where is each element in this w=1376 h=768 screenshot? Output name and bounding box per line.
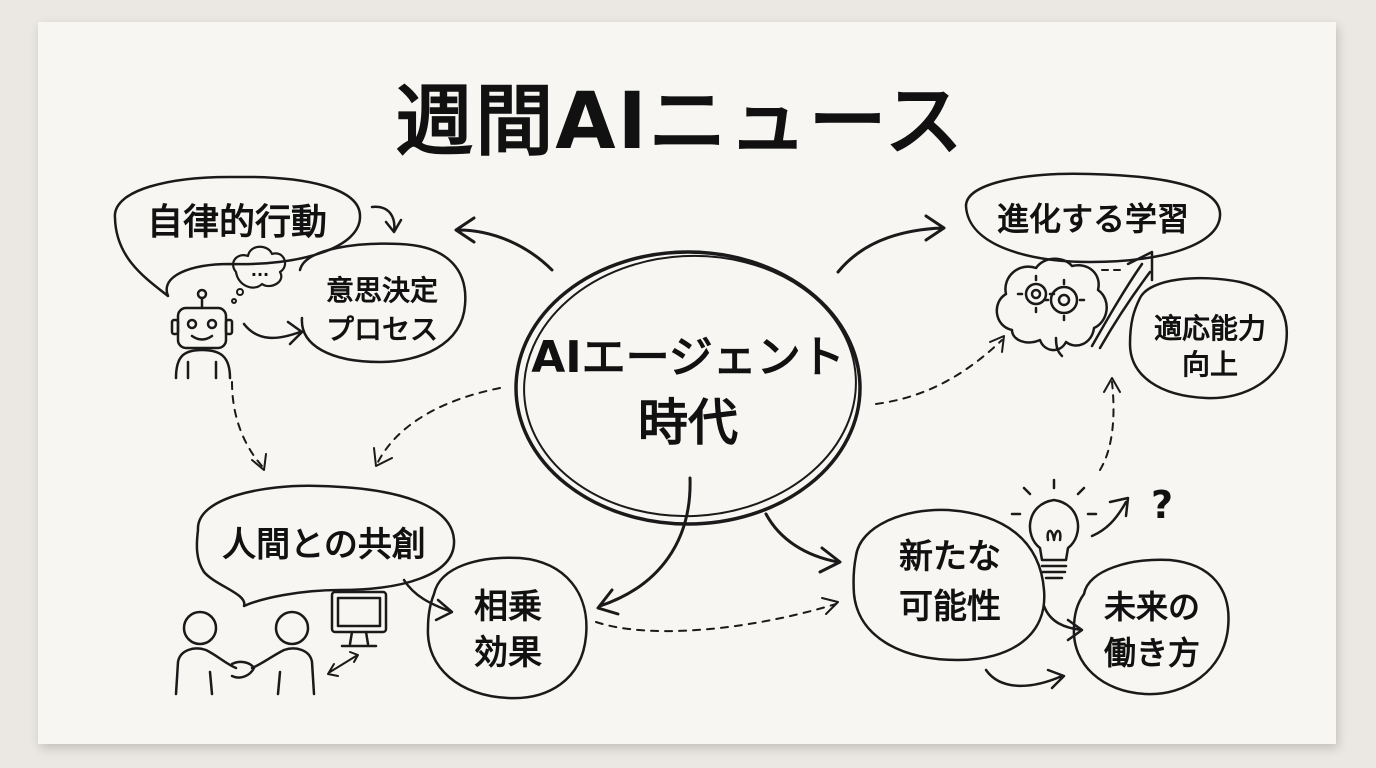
node-autonomous-action: 自律的行動	[113, 175, 362, 298]
handshake-people-icon	[174, 610, 316, 696]
arrow-cocreation-to-synergy	[402, 578, 454, 622]
brain-gears-icon	[995, 257, 1108, 358]
evolving-label: 進化する学習	[997, 200, 1189, 238]
arrow-possibility-to-future	[1042, 604, 1084, 642]
arrow-center-to-synergy	[596, 476, 692, 616]
cocreation-label: 人間との共創	[222, 525, 426, 565]
adaptive-label-line2: 向上	[1182, 348, 1238, 381]
double-arrow-people-monitor	[327, 651, 359, 677]
adaptive-label-line1: 適応能力	[1154, 312, 1266, 345]
node-adaptive-ability: 適応能力 向上	[1128, 276, 1289, 400]
decision-label-line1: 意思決定	[326, 274, 438, 307]
arrow-robot-to-decision	[242, 320, 304, 346]
arrow-center-to-evolving	[836, 214, 946, 274]
node-decision-process: 意思決定 プロセス	[298, 242, 467, 364]
page-title: 週間AIニュース	[395, 77, 965, 167]
center-node: AIエージェント 時代	[514, 250, 862, 526]
dashed-arrowheads	[251, 335, 1121, 615]
dashed-arrow-robot-to-cocreation	[231, 381, 263, 467]
computer-monitor-icon	[330, 590, 388, 648]
node-human-cocreation: 人間との共創	[195, 484, 456, 608]
future-label-line1: 未来の	[1104, 588, 1200, 626]
dashed-arrow-synergy-to-possibility	[595, 603, 837, 633]
node-future-work: 未来の 働き方	[1072, 558, 1230, 696]
question-mark: ?	[1151, 483, 1173, 527]
node-synergy: 相乗 効果	[426, 556, 588, 700]
center-label-line1: AIエージェント	[531, 332, 845, 383]
arrow-bottom-curve	[984, 668, 1066, 690]
dashed-arrow-lightbulb-to-adaptive	[1099, 381, 1115, 471]
dashed-arrows	[231, 339, 1115, 633]
dashed-arrow-center-to-cocreation	[377, 387, 501, 463]
arrow-center-to-possibility	[764, 512, 842, 574]
growth-arrow-icon	[1090, 250, 1154, 350]
synergy-label-line1: 相乗	[474, 587, 542, 627]
whiteboard-paper	[38, 22, 1336, 744]
dashed-arrow-center-to-brain	[875, 339, 1003, 405]
trend-arrow-icon	[1090, 496, 1130, 538]
center-label-line2: 時代	[638, 394, 738, 452]
autonomous-label: 自律的行動	[147, 202, 327, 243]
future-label-line2: 働き方	[1104, 634, 1200, 672]
thought-bubble-dots: ...	[251, 261, 269, 280]
node-new-possibility: 新たな 可能性	[852, 508, 1046, 662]
possibility-label-line1: 新たな	[899, 537, 1001, 577]
arrow-autonomous-to-decision	[370, 205, 403, 234]
possibility-label-line2: 可能性	[899, 587, 1001, 627]
node-evolving-learning: 進化する学習	[964, 172, 1222, 264]
robot-icon	[170, 288, 234, 380]
arrow-center-to-autonomous	[454, 216, 554, 272]
decision-label-line2: プロセス	[326, 313, 438, 346]
thought-bubble-icon: ...	[231, 245, 287, 304]
lightbulb-icon	[1010, 478, 1098, 580]
synergy-label-line2: 効果	[474, 633, 542, 673]
